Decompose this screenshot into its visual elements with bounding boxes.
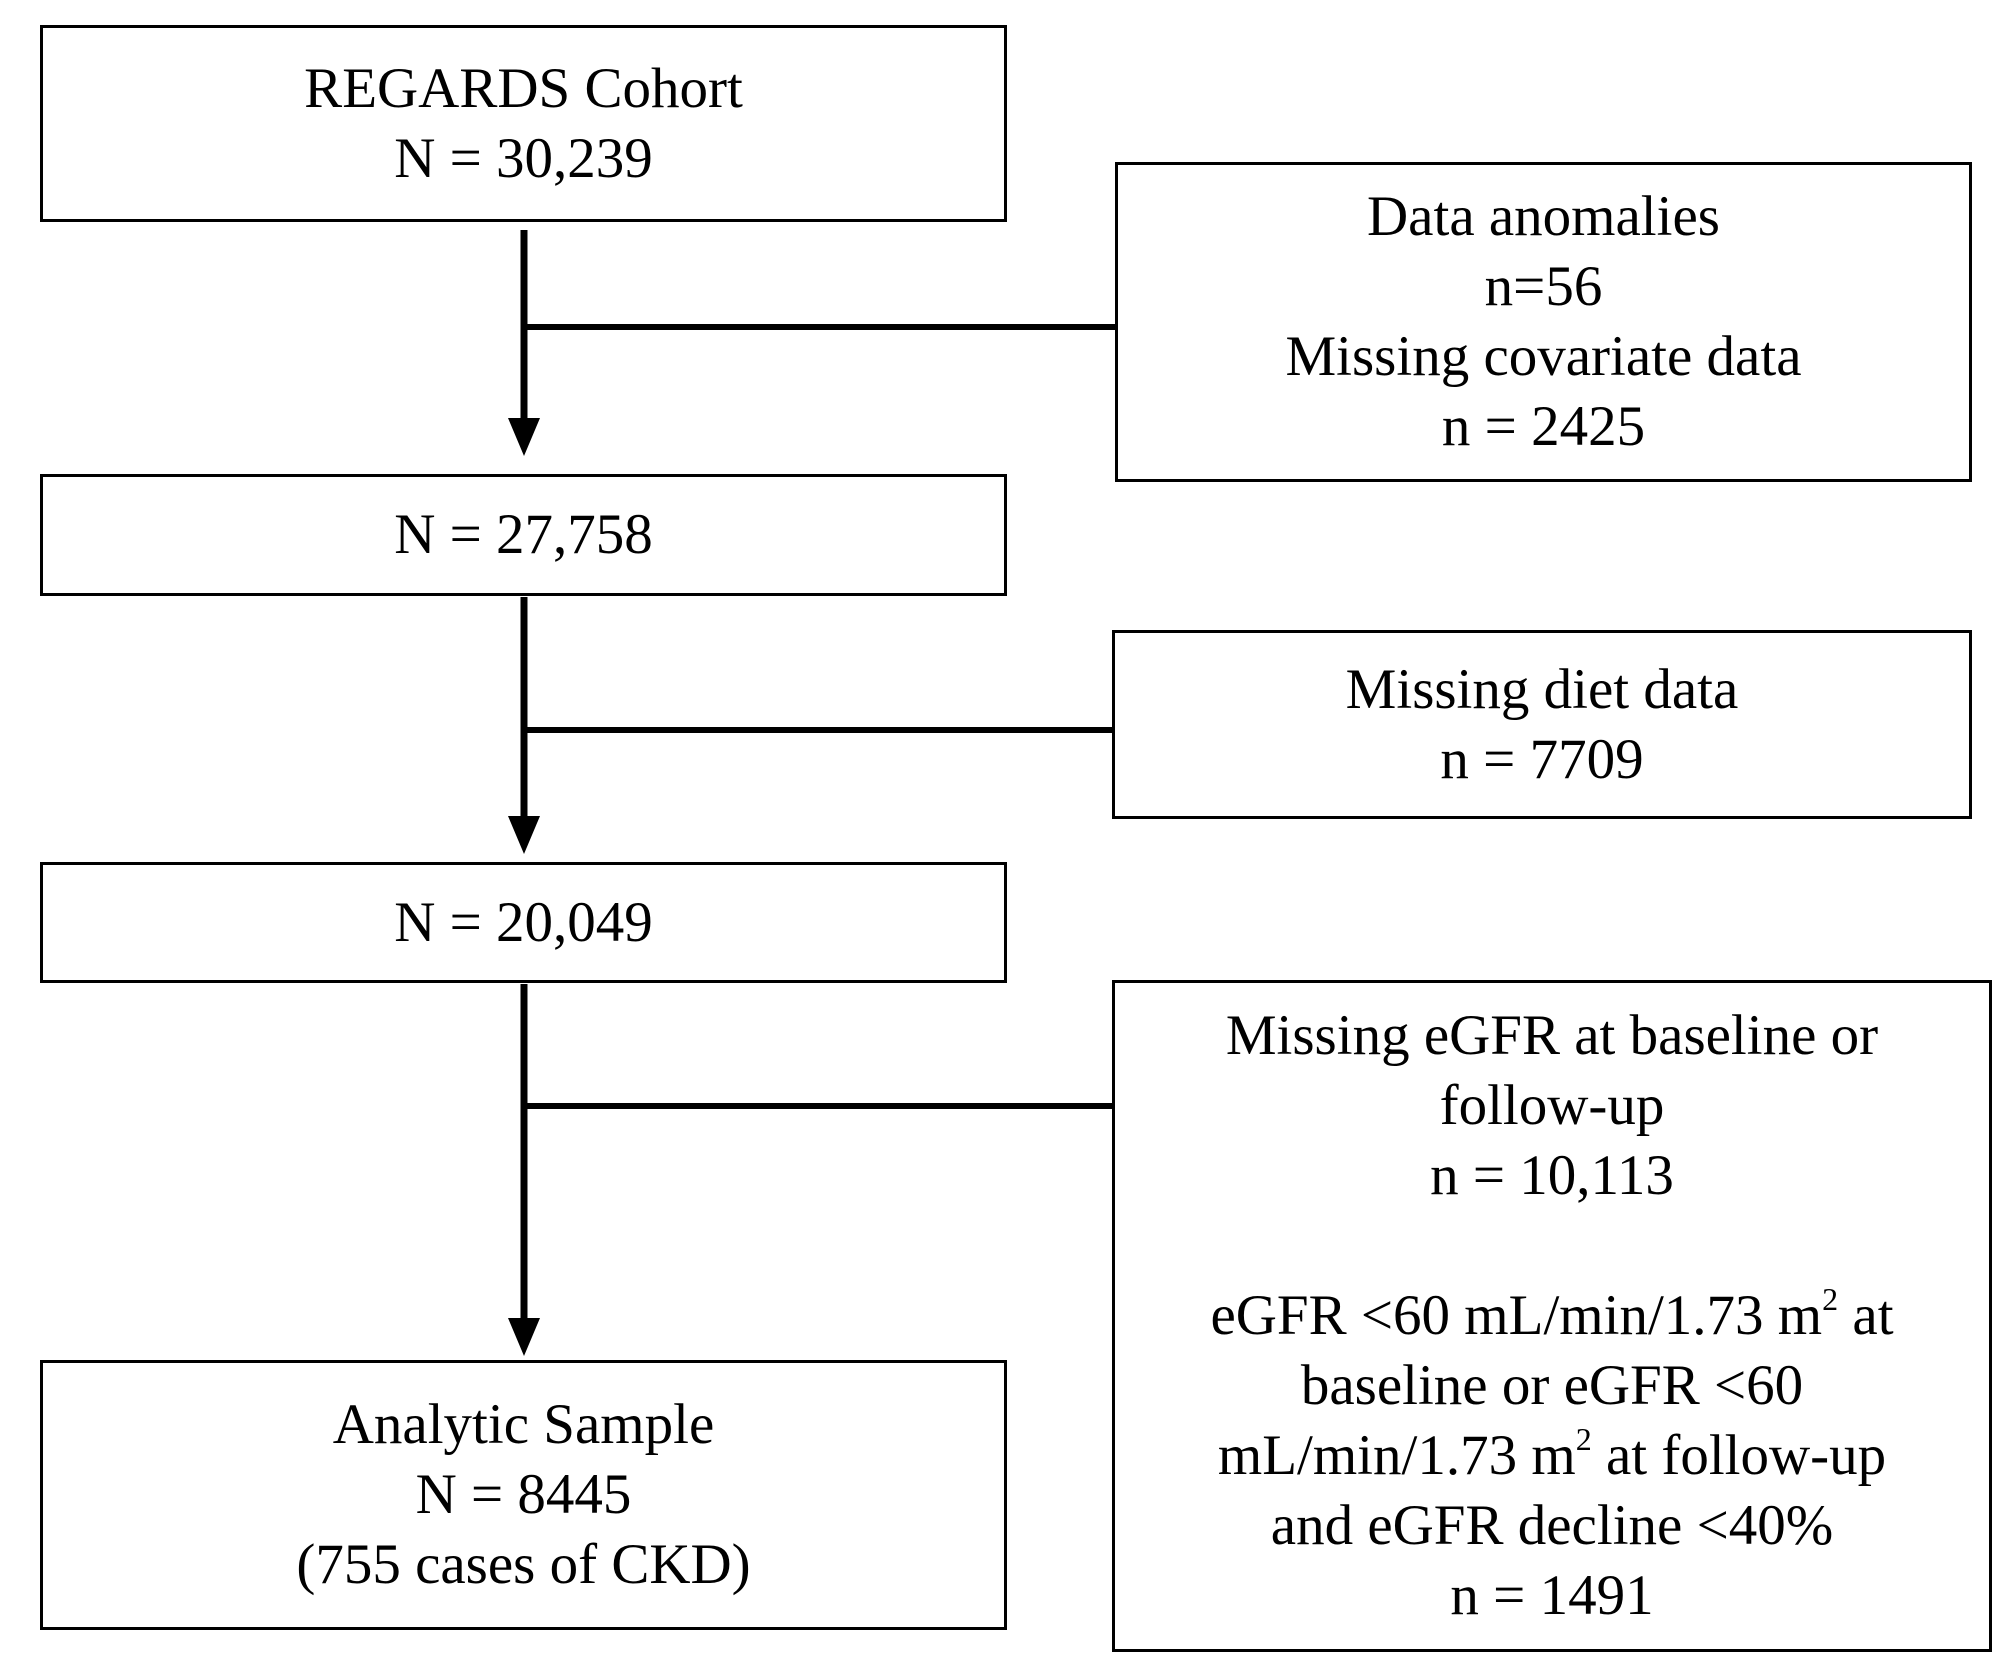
egfr-low-line3: mL/min/1.73 m2 at follow-up (1218, 1421, 1886, 1491)
egfr-missing-line2: follow-up (1439, 1074, 1665, 1137)
step2-box: N = 20,049 (40, 862, 1007, 983)
arrowhead-1 (508, 418, 540, 456)
egfr-low-line4: and eGFR decline <40% (1270, 1494, 1834, 1557)
exclusion-box-1: Data anomalies n=56 Missing covariate da… (1115, 162, 1972, 482)
egfr-low-line1-tail: at (1838, 1284, 1894, 1347)
egfr-low-line3-text: mL/min/1.73 m (1217, 1424, 1576, 1487)
step1-box: N = 27,758 (40, 474, 1007, 596)
analytic-count: N = 8445 (415, 1463, 632, 1526)
arrowhead-2 (508, 816, 540, 854)
data-anomalies-count: n=56 (1484, 255, 1603, 318)
egfr-missing-line1: Missing eGFR at baseline or (1225, 1004, 1879, 1067)
missing-covariate-count: n = 2425 (1441, 395, 1646, 458)
cohort-title: REGARDS Cohort (304, 56, 743, 120)
superscript-2: 2 (1822, 1281, 1839, 1317)
step1-count: N = 27,758 (394, 503, 653, 566)
data-anomalies-label: Data anomalies (1367, 185, 1720, 248)
missing-diet-count: n = 7709 (1440, 727, 1644, 791)
exclusion-box-2: Missing diet data n = 7709 (1112, 630, 1972, 819)
egfr-missing-count: n = 10,113 (1430, 1144, 1674, 1207)
missing-covariate-label: Missing covariate data (1285, 325, 1802, 388)
step2-count: N = 20,049 (394, 890, 653, 954)
egfr-low-line1-text: eGFR <60 mL/min/1.73 m (1210, 1284, 1823, 1347)
egfr-low-count: n = 1491 (1450, 1564, 1654, 1627)
analytic-title: Analytic Sample (332, 1393, 715, 1456)
egfr-low-line3-tail: at follow-up (1591, 1424, 1887, 1487)
cohort-count: N = 30,239 (394, 126, 653, 190)
arrowhead-3 (508, 1318, 540, 1356)
analytic-sample-box: Analytic Sample N = 8445 (755 cases of C… (40, 1360, 1007, 1630)
egfr-low-line1: eGFR <60 mL/min/1.73 m2 at (1210, 1281, 1893, 1351)
exclusion-box-3: Missing eGFR at baseline or follow-up n … (1112, 980, 1992, 1652)
missing-diet-label: Missing diet data (1345, 657, 1739, 721)
egfr-low-line2: baseline or eGFR <60 (1300, 1354, 1804, 1417)
cohort-box: REGARDS Cohort N = 30,239 (40, 25, 1007, 222)
superscript-2: 2 (1575, 1421, 1592, 1457)
analytic-note: (755 cases of CKD) (296, 1533, 751, 1596)
